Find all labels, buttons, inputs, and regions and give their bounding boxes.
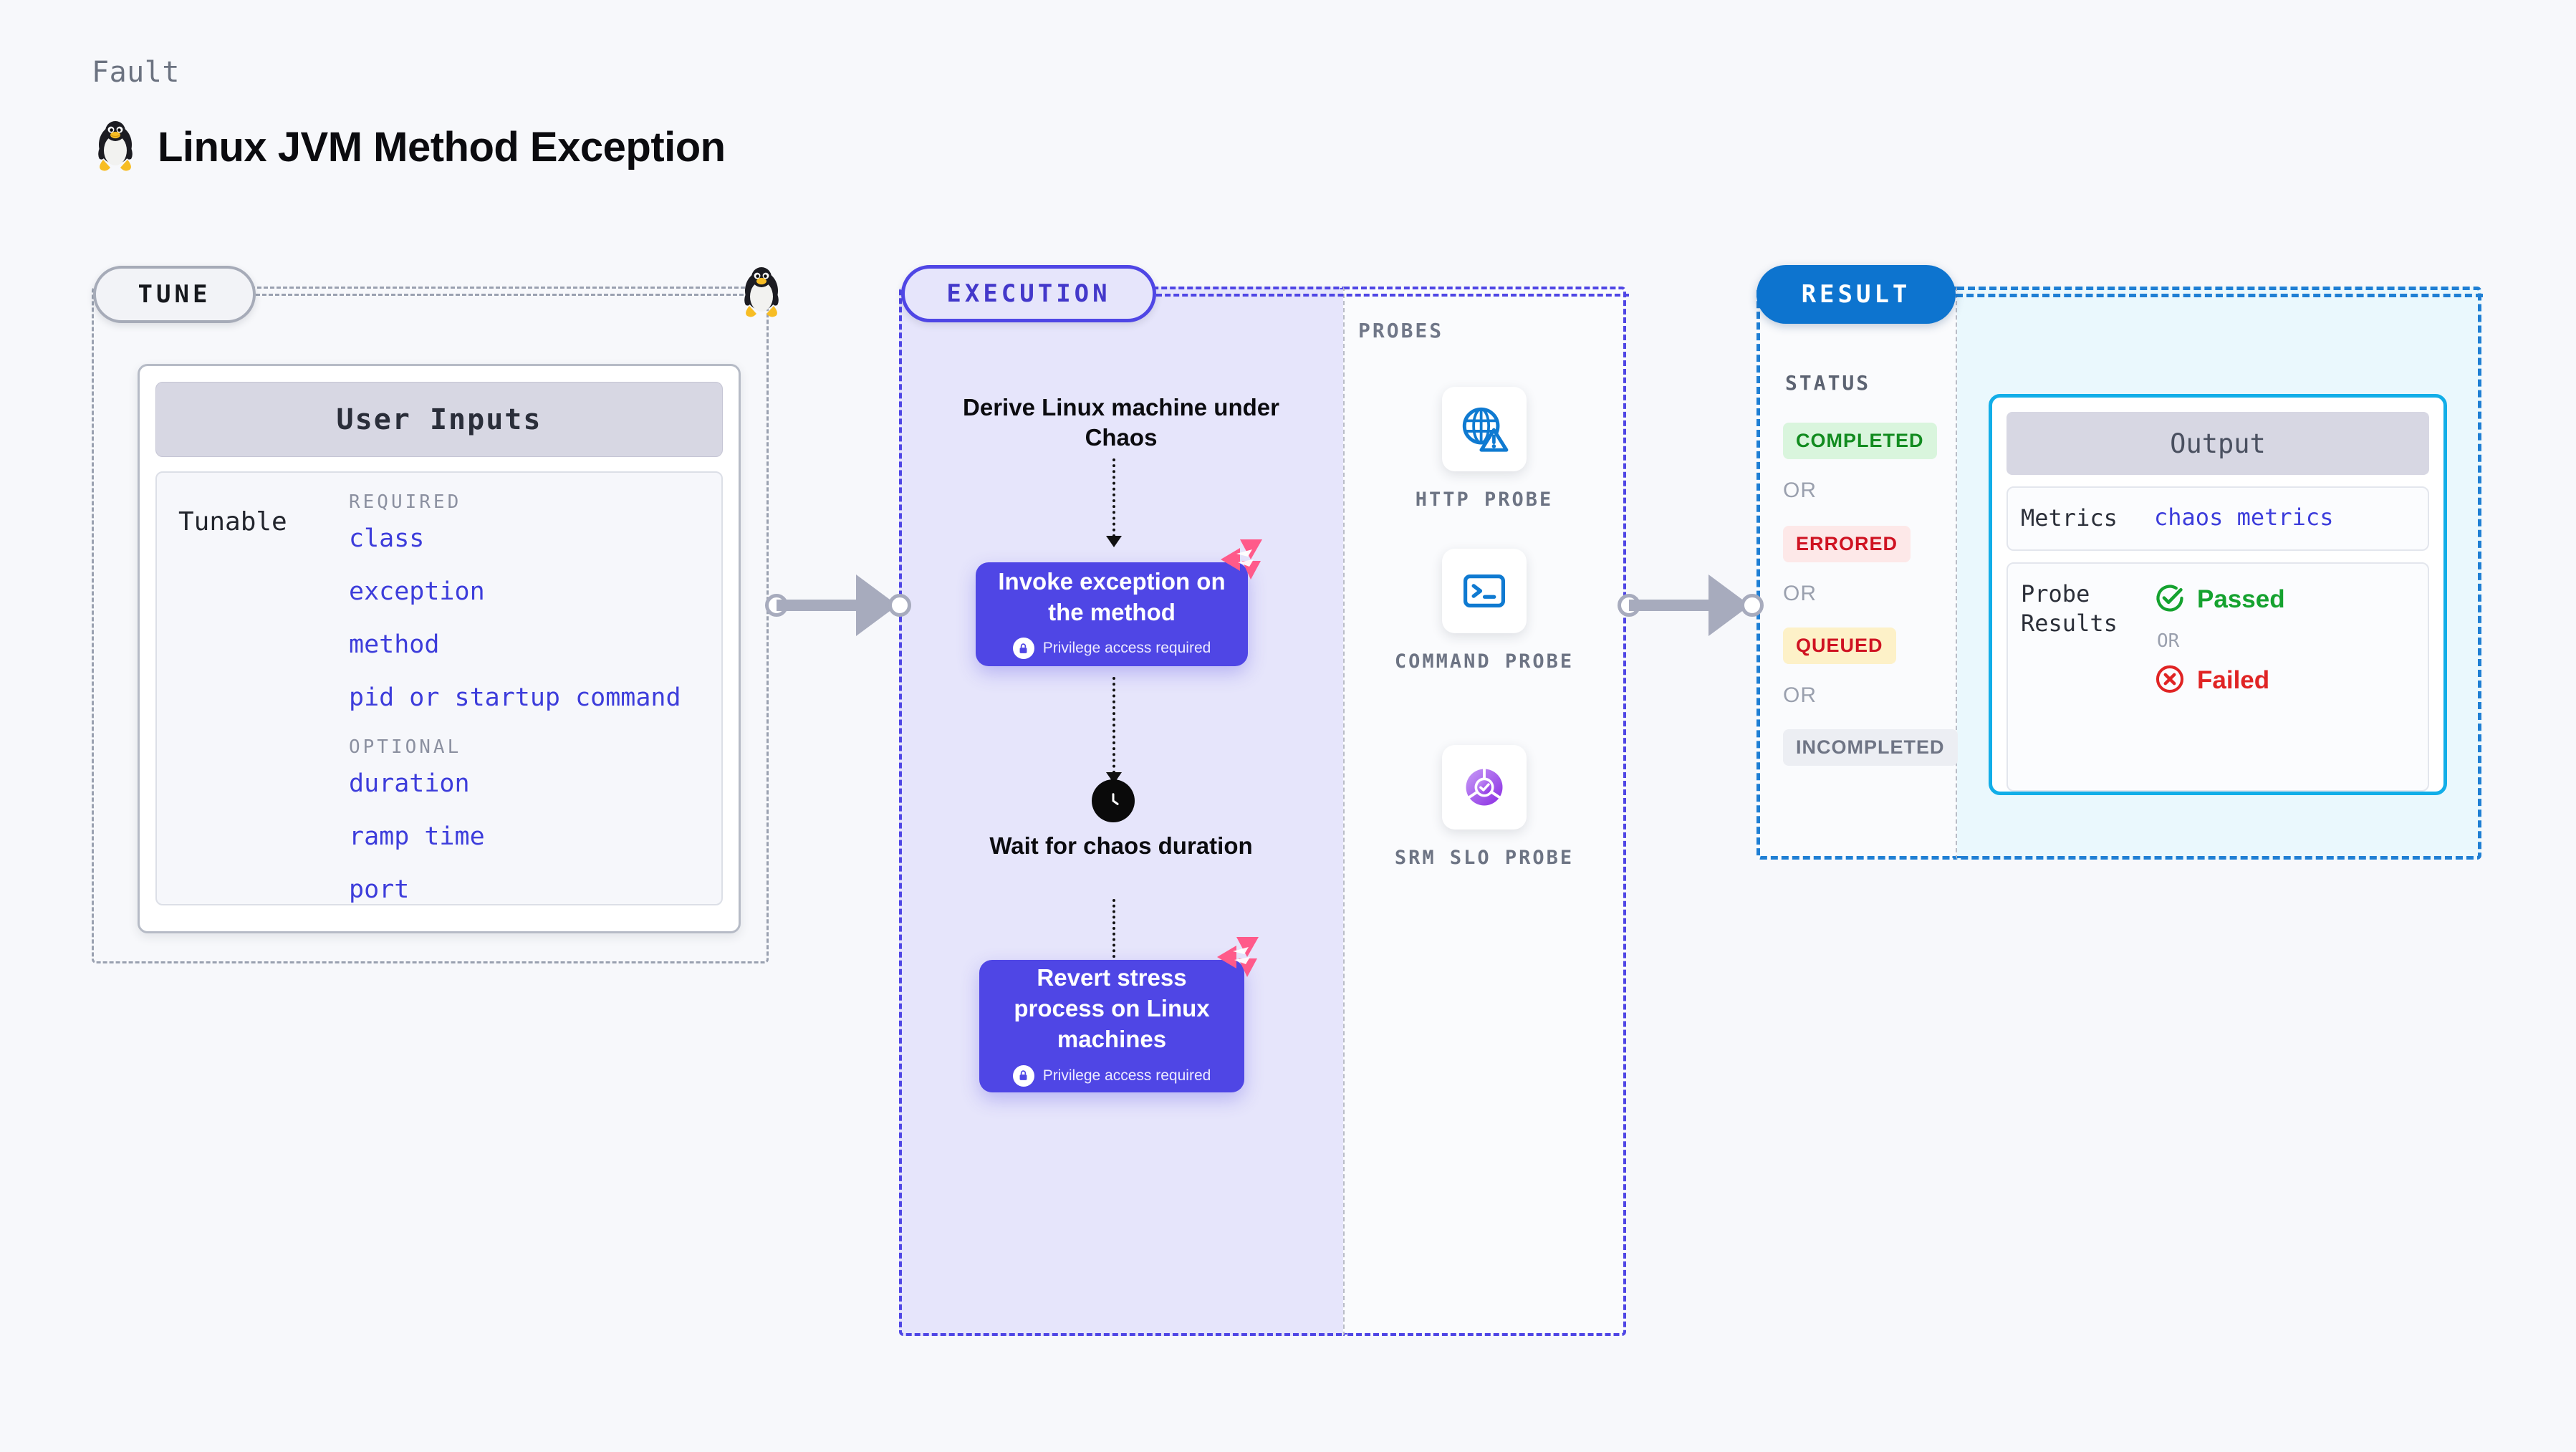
probe-result-failed: Failed xyxy=(2154,663,2285,698)
lock-icon xyxy=(1012,1064,1034,1087)
stage-badge-tune[interactable]: TUNE xyxy=(93,266,256,323)
terminal-icon xyxy=(1442,549,1527,633)
required-group-label: REQUIRED xyxy=(349,491,462,513)
execution-step-2-box[interactable]: Invoke exception on the method Privilege… xyxy=(976,539,1262,666)
probe-result-or: OR xyxy=(2157,630,2180,652)
harness-logo-icon xyxy=(1213,936,1260,984)
tunable-fields: REQUIRED class exception method pid or s… xyxy=(349,491,708,904)
lock-icon xyxy=(1012,638,1034,660)
tux-penguin-icon xyxy=(93,120,138,173)
status-badge-queued: QUEUED xyxy=(1783,628,1896,664)
field-class[interactable]: class xyxy=(349,524,425,553)
status-or-3: OR xyxy=(1783,683,1817,707)
status-badge-incompleted: INCOMPLETED xyxy=(1783,729,1958,766)
slo-donut-check-icon xyxy=(1442,745,1527,830)
probe-item-http[interactable]: HTTP PROBE xyxy=(1377,387,1592,513)
execution-step-4-privilege: Privilege access required xyxy=(1012,1064,1211,1087)
output-metrics-key: Metrics xyxy=(2021,504,2118,532)
tux-penguin-corner-icon xyxy=(739,266,784,323)
status-badge-errored: ERRORED xyxy=(1783,526,1911,562)
probe-label-srm-slo: SRM SLO PROBE xyxy=(1394,847,1575,869)
field-pid-or-startup-command[interactable]: pid or startup command xyxy=(349,683,681,712)
output-card-title: Output xyxy=(2007,412,2429,475)
flow-connector-1 xyxy=(1112,458,1115,537)
probes-section-label: PROBES xyxy=(1358,319,1444,342)
probe-passed-label: Passed xyxy=(2197,585,2285,614)
user-inputs-card: User Inputs Tunable REQUIRED class excep… xyxy=(138,364,741,933)
globe-warning-icon xyxy=(1442,387,1527,471)
execution-step-4-box[interactable]: Revert stress process on Linux machines … xyxy=(979,937,1259,1092)
field-method[interactable]: method xyxy=(349,630,440,659)
harness-logo-icon xyxy=(1216,538,1264,586)
status-section-label: STATUS xyxy=(1785,371,1871,395)
probe-result-values: Passed OR Failed xyxy=(2154,580,2285,698)
clock-icon xyxy=(1092,779,1135,822)
stage-badge-result[interactable]: RESULT xyxy=(1756,265,1956,324)
flow-connector-3 xyxy=(1112,899,1115,963)
probe-failed-label: Failed xyxy=(2197,666,2270,695)
optional-group-label: OPTIONAL xyxy=(349,736,462,758)
stage-badge-execution[interactable]: EXECUTION xyxy=(901,265,1156,322)
execution-step-1-text: Derive Linux machine under Chaos xyxy=(963,394,1279,451)
status-badge-completed: COMPLETED xyxy=(1783,423,1937,459)
status-or-2: OR xyxy=(1783,582,1817,605)
execution-step-3-text: Wait for chaos duration xyxy=(989,832,1253,859)
field-exception[interactable]: exception xyxy=(349,577,485,606)
execution-step-2-privilege: Privilege access required xyxy=(1012,638,1211,660)
user-inputs-body: Tunable REQUIRED class exception method … xyxy=(155,471,723,905)
output-card: Output Metrics chaos metrics Probe Resul… xyxy=(1989,394,2447,795)
probe-label-command: COMMAND PROBE xyxy=(1394,650,1575,673)
fault-kicker: Fault xyxy=(92,56,180,89)
output-probe-key: Probe Results xyxy=(2021,580,2118,638)
x-circle-icon xyxy=(2154,663,2186,698)
field-duration[interactable]: duration xyxy=(349,769,470,798)
output-metrics-row: Metrics chaos metrics xyxy=(2007,486,2429,551)
probe-item-command[interactable]: COMMAND PROBE xyxy=(1377,549,1592,675)
execution-step-2-note: Privilege access required xyxy=(1042,640,1211,657)
probe-result-passed: Passed xyxy=(2154,582,2285,617)
execution-step-2-title: Invoke exception on the method xyxy=(998,567,1226,625)
check-circle-icon xyxy=(2154,582,2186,617)
execution-leader-line xyxy=(1156,294,1629,297)
flow-connector-2 xyxy=(1112,677,1115,774)
user-inputs-title: User Inputs xyxy=(155,382,723,457)
result-leader-line xyxy=(1956,294,2483,297)
tunable-label: Tunable xyxy=(178,507,287,537)
execution-step-4-title: Revert stress process on Linux machines xyxy=(1014,964,1210,1052)
page-title: Linux JVM Method Exception xyxy=(158,123,726,170)
tune-leader-line xyxy=(256,294,750,296)
tune-panel xyxy=(92,287,769,963)
page-title-row: Linux JVM Method Exception xyxy=(93,120,726,173)
output-probe-results-row: Probe Results Passed OR xyxy=(2007,562,2429,792)
probe-item-srm-slo[interactable]: SRM SLO PROBE xyxy=(1377,745,1592,871)
execution-step-4-note: Privilege access required xyxy=(1042,1067,1211,1084)
field-port[interactable]: port xyxy=(349,875,410,904)
probe-label-http: HTTP PROBE xyxy=(1415,489,1554,511)
flow-arrowhead-1 xyxy=(1106,536,1122,547)
output-metrics-value[interactable]: chaos metrics xyxy=(2154,504,2334,531)
field-ramp-time[interactable]: ramp time xyxy=(349,822,485,851)
status-or-1: OR xyxy=(1783,479,1817,502)
